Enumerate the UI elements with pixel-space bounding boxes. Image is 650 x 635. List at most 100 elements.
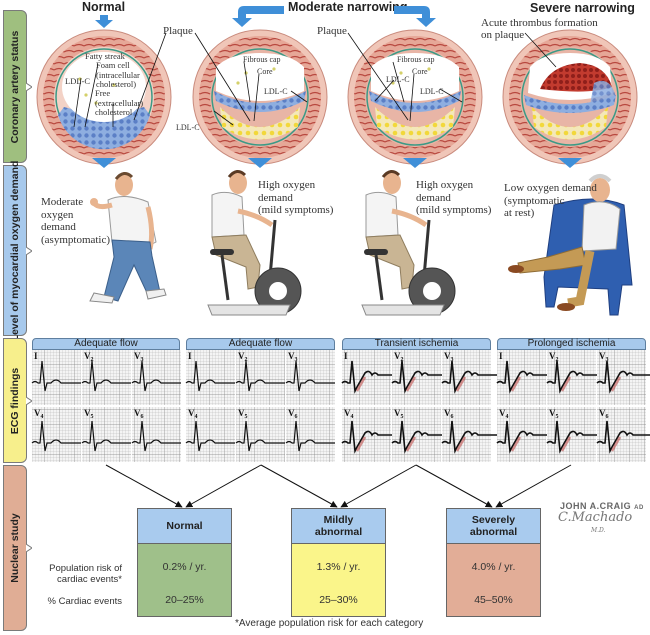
row-label-line: Population risk of bbox=[49, 563, 122, 574]
signature-machado: C.Machado bbox=[558, 510, 633, 525]
label-acute-thrombus: Acute thrombus formation on plaque bbox=[481, 17, 598, 41]
row-label-cardiac-events: % Cardiac events bbox=[47, 596, 122, 607]
lead-label: I bbox=[188, 351, 192, 361]
demand-text-2: High oxygen demand (mild symptoms) bbox=[258, 179, 333, 217]
lead-label: V5 bbox=[238, 408, 248, 420]
side-label-coronary-artery-status: Coronary artery status bbox=[3, 10, 32, 163]
cardiac-events-value: 45–50% bbox=[474, 594, 513, 606]
lead-label: V3 bbox=[444, 351, 454, 363]
stage-title-moderate: Moderate narrowing bbox=[288, 0, 408, 14]
footnote: *Average population risk for each catego… bbox=[235, 618, 424, 629]
label-line: cholesterol) bbox=[96, 79, 137, 89]
ecg-trace bbox=[185, 420, 235, 452]
side-label-text: Nuclear study bbox=[9, 513, 21, 583]
artery-cross-sections bbox=[36, 29, 638, 168]
ecg-panel-i: I bbox=[496, 350, 552, 405]
lead-label: V3 bbox=[134, 351, 144, 363]
row-label-population-risk: Population risk of cardiac events* bbox=[36, 563, 122, 585]
arrow-line bbox=[105, 464, 183, 508]
demand-line: High oxygen bbox=[258, 179, 316, 191]
lead-label: I bbox=[34, 351, 38, 361]
ecg-panel-v2: V2 bbox=[391, 350, 447, 405]
arrow-line bbox=[415, 464, 493, 508]
demand-line: oxygen bbox=[41, 208, 74, 221]
st-segment-highlight bbox=[610, 436, 622, 452]
st-segment-highlight bbox=[455, 376, 467, 392]
label-free-cholesterol: Free (extracellular) cholesterol bbox=[95, 88, 144, 118]
brace-icon bbox=[26, 82, 32, 91]
down-arrow-icon bbox=[403, 158, 427, 168]
demand-line: at rest) bbox=[504, 207, 535, 219]
ecg-trace bbox=[496, 360, 552, 394]
st-segment-highlight bbox=[560, 376, 572, 392]
ecg-panel-v6: V6 bbox=[131, 407, 181, 462]
lead-label: V6 bbox=[134, 408, 144, 420]
arrow-line bbox=[340, 464, 417, 508]
nuclear-box-title: Severely bbox=[471, 514, 516, 526]
label-line: (intracellular bbox=[96, 69, 140, 80]
brace-icon bbox=[26, 246, 32, 255]
stage-title-normal: Normal bbox=[82, 0, 126, 14]
nuclear-box-body: 4.0% / yr. 45–50% bbox=[447, 544, 540, 616]
top-arrows bbox=[95, 6, 436, 28]
label-plaque-1: Plaque bbox=[163, 25, 193, 37]
brace-icon bbox=[26, 396, 32, 405]
lead-label: I bbox=[344, 351, 348, 361]
demand-text-1: Moderate oxygen demand (asymptomatic) bbox=[41, 196, 110, 246]
label-line: on plaque bbox=[481, 29, 525, 41]
ecg-group-title-4: Prolonged ischemia bbox=[497, 338, 646, 350]
st-segment-highlight bbox=[355, 436, 367, 452]
ecg-trace bbox=[131, 360, 181, 392]
artery-moderate-2 bbox=[347, 29, 483, 165]
ecg-panel-v6: V6 bbox=[596, 407, 650, 462]
exercise-bike-man-figure-1 bbox=[207, 170, 302, 316]
ecg-trace bbox=[285, 420, 335, 452]
lead-label: I bbox=[499, 351, 503, 361]
ecg-panel-v2: V2 bbox=[81, 350, 131, 405]
ecg-panel-v4: V4 bbox=[31, 407, 81, 462]
ecg-panel-v3: V3 bbox=[596, 350, 650, 405]
arrow-line bbox=[495, 464, 572, 508]
demand-line: demand bbox=[41, 221, 76, 233]
label-ldl-c-2: LDL-C bbox=[264, 87, 288, 96]
ecg-trace bbox=[441, 360, 497, 394]
label-ldl-c-5: LDL-C bbox=[420, 87, 444, 96]
st-segment-highlight bbox=[560, 436, 572, 452]
ecg-panel-v3: V3 bbox=[285, 350, 335, 405]
signature-text: JOHN A.CRAIG bbox=[560, 501, 632, 511]
ecg-panel-i: I bbox=[185, 350, 235, 405]
demand-line: (asymptomatic) bbox=[41, 233, 111, 246]
ecg-trace bbox=[496, 420, 552, 454]
lead-label: V2 bbox=[84, 351, 94, 363]
ecg-trace bbox=[235, 420, 285, 452]
bent-arrow-right-icon bbox=[394, 6, 436, 27]
demand-line: High oxygen bbox=[416, 179, 474, 191]
label-fatty-streak: Fatty streak bbox=[85, 51, 125, 61]
lead-label: V2 bbox=[549, 351, 559, 363]
st-segment-highlight bbox=[610, 376, 622, 392]
oxygen-demand-illustrations bbox=[89, 170, 633, 316]
demand-line: (mild symptoms) bbox=[416, 204, 492, 216]
label-ldl-c-3: LDL-C bbox=[176, 123, 200, 132]
label-line: (extracellular) bbox=[95, 97, 144, 108]
lead-label: V3 bbox=[288, 351, 298, 363]
demand-line: Low oxygen demand bbox=[504, 182, 597, 194]
st-segment-highlight bbox=[405, 436, 417, 452]
label-fibrous-cap-1: Fibrous cap bbox=[243, 55, 281, 64]
demand-text-3: High oxygen demand (mild symptoms) bbox=[416, 179, 491, 217]
demand-line: (mild symptoms) bbox=[258, 204, 334, 216]
ecg-trace bbox=[546, 420, 602, 454]
arrow-line bbox=[185, 464, 262, 508]
walking-man-figure bbox=[89, 172, 167, 304]
label-line: Free bbox=[95, 88, 111, 98]
nuclear-box-title: abnormal bbox=[314, 526, 363, 538]
artery-normal bbox=[36, 29, 172, 165]
cardiac-events-value: 25–30% bbox=[319, 594, 358, 606]
population-risk-value: 1.3% / yr. bbox=[316, 561, 361, 573]
st-segment-highlight bbox=[355, 376, 367, 392]
lead-label: V2 bbox=[238, 351, 248, 363]
nuclear-box-body: 1.3% / yr. 25–30% bbox=[292, 544, 385, 616]
